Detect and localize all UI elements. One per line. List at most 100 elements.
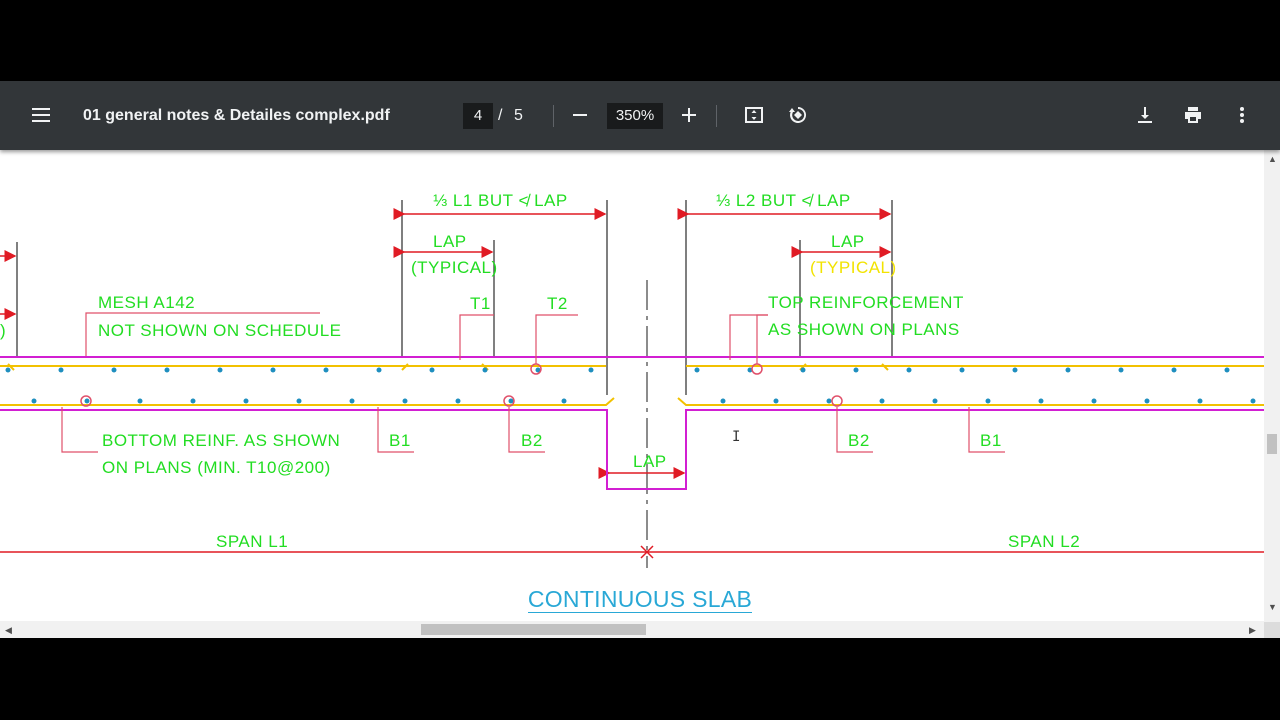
lap-label-right: LAP xyxy=(831,232,865,251)
bar-dot xyxy=(164,367,170,373)
bar-dot xyxy=(879,398,885,404)
distribution-bars xyxy=(5,367,1256,404)
bar-dot xyxy=(455,398,461,404)
vertical-scrollbar[interactable]: ▲ ▼ xyxy=(1264,150,1280,622)
leader-lines xyxy=(61,312,1005,453)
bar-dot xyxy=(402,398,408,404)
bar-dot xyxy=(5,367,11,373)
bar-dot xyxy=(270,367,276,373)
text-cursor-icon: I xyxy=(732,429,741,445)
bar-dot xyxy=(137,398,143,404)
bar-dot xyxy=(217,367,223,373)
bar-dot xyxy=(800,367,806,373)
page-separator: / xyxy=(498,107,503,124)
rotate-button[interactable] xyxy=(778,95,818,135)
bar-dot xyxy=(535,367,541,373)
bar-dot xyxy=(1038,398,1044,404)
drawing-caption: CONTINUOUS SLAB xyxy=(527,586,753,613)
pdf-viewer[interactable]: ⅓ L1 BUT ≮ LAP ⅓ L2 BUT ≮ LAP LAP (TYPIC… xyxy=(0,150,1280,638)
bar-dot xyxy=(84,398,90,404)
lap-label-left: LAP xyxy=(433,232,467,251)
bar-dot xyxy=(111,367,117,373)
dimension-lines xyxy=(0,208,1264,553)
bar-dot xyxy=(1171,367,1177,373)
bar-dot xyxy=(561,398,567,404)
bar-dot xyxy=(720,398,726,404)
bar-dot xyxy=(482,367,488,373)
bar-dot xyxy=(376,367,382,373)
download-icon xyxy=(1138,107,1152,123)
b2-label-left: B2 xyxy=(521,431,543,450)
horizontal-scrollbar-thumb[interactable] xyxy=(421,624,646,635)
bar-dot xyxy=(773,398,779,404)
top-reinf-label-line2: AS SHOWN ON PLANS xyxy=(768,320,960,339)
zoom-in-button[interactable] xyxy=(669,95,709,135)
bar-dot xyxy=(429,367,435,373)
scroll-up-arrow-icon[interactable]: ▲ xyxy=(1268,154,1277,164)
more-options-button[interactable] xyxy=(1222,95,1262,135)
document-title: 01 general notes & Detailes complex.pdf xyxy=(83,107,390,124)
bar-dot xyxy=(1012,367,1018,373)
plus-icon xyxy=(682,108,696,122)
download-button[interactable] xyxy=(1125,95,1165,135)
span-l2-label: SPAN L2 xyxy=(1008,532,1080,551)
bar-dot xyxy=(1065,367,1071,373)
bar-markers xyxy=(80,363,843,407)
scroll-left-arrow-icon[interactable]: ◀ xyxy=(5,625,12,635)
bar-dot xyxy=(985,398,991,404)
bar-dot xyxy=(747,367,753,373)
fit-page-icon xyxy=(745,107,763,123)
bar-dot xyxy=(853,367,859,373)
b2-label-right: B2 xyxy=(848,431,870,450)
horizontal-scrollbar[interactable]: ◀ ▶ xyxy=(0,621,1264,638)
bar-dot xyxy=(826,398,832,404)
bar-dot xyxy=(31,398,37,404)
fit-page-button[interactable] xyxy=(734,95,774,135)
bar-dot xyxy=(190,398,196,404)
more-vert-icon xyxy=(1240,107,1244,123)
print-button[interactable] xyxy=(1173,95,1213,135)
scroll-down-arrow-icon[interactable]: ▼ xyxy=(1268,602,1277,612)
bar-dot xyxy=(349,398,355,404)
bottom-reinf-label-line2: ON PLANS (MIN. T10@200) xyxy=(102,458,331,477)
scroll-right-arrow-icon[interactable]: ▶ xyxy=(1249,625,1256,635)
t2-label: T2 xyxy=(547,294,568,313)
toolbar-divider xyxy=(553,105,554,127)
b1-label-left: B1 xyxy=(389,431,411,450)
reinforcement-bars xyxy=(0,363,1264,406)
bar-dot xyxy=(959,367,965,373)
bar-dot xyxy=(1224,367,1230,373)
scrollbar-corner xyxy=(1264,622,1280,638)
toolbar-divider xyxy=(716,105,717,127)
extension-lines xyxy=(16,200,893,395)
bar-dot xyxy=(932,398,938,404)
typical-label-right: (TYPICAL) xyxy=(810,258,897,277)
bottom-reinf-label-line1: BOTTOM REINF. AS SHOWN xyxy=(102,431,340,450)
slab-outline xyxy=(0,356,1264,490)
zoom-out-button[interactable] xyxy=(560,95,600,135)
slab-drawing: ⅓ L1 BUT ≮ LAP ⅓ L2 BUT ≮ LAP LAP (TYPIC… xyxy=(0,191,1264,568)
span-cross-mark xyxy=(640,545,654,559)
dimension-label-left: ⅓ L1 BUT ≮ LAP xyxy=(433,191,568,210)
bar-dot xyxy=(296,398,302,404)
page-number-input[interactable]: 4 xyxy=(463,103,493,129)
bar-dot xyxy=(1250,398,1256,404)
b1-label-right: B1 xyxy=(980,431,1002,450)
hamburger-menu-icon[interactable] xyxy=(21,95,61,135)
bar-dot xyxy=(1144,398,1150,404)
bar-dot xyxy=(1118,367,1124,373)
vertical-scrollbar-thumb[interactable] xyxy=(1267,434,1277,454)
bar-dot xyxy=(906,367,912,373)
page-total: 5 xyxy=(514,107,523,124)
bar-dot xyxy=(58,367,64,373)
bar-dot xyxy=(1091,398,1097,404)
mesh-label-line2: NOT SHOWN ON SCHEDULE xyxy=(98,321,342,340)
bar-dot xyxy=(243,398,249,404)
top-reinf-label-line1: TOP REINFORCEMENT xyxy=(768,293,964,312)
dimension-label-right: ⅓ L2 BUT ≮ LAP xyxy=(716,191,851,210)
zoom-level-input[interactable]: 350% xyxy=(607,103,663,129)
mesh-label-line1: MESH A142 xyxy=(98,293,195,312)
typical-label-left: (TYPICAL) xyxy=(411,258,498,277)
pdf-toolbar: 01 general notes & Detailes complex.pdf … xyxy=(0,81,1280,150)
span-l1-label: SPAN L1 xyxy=(216,532,288,551)
